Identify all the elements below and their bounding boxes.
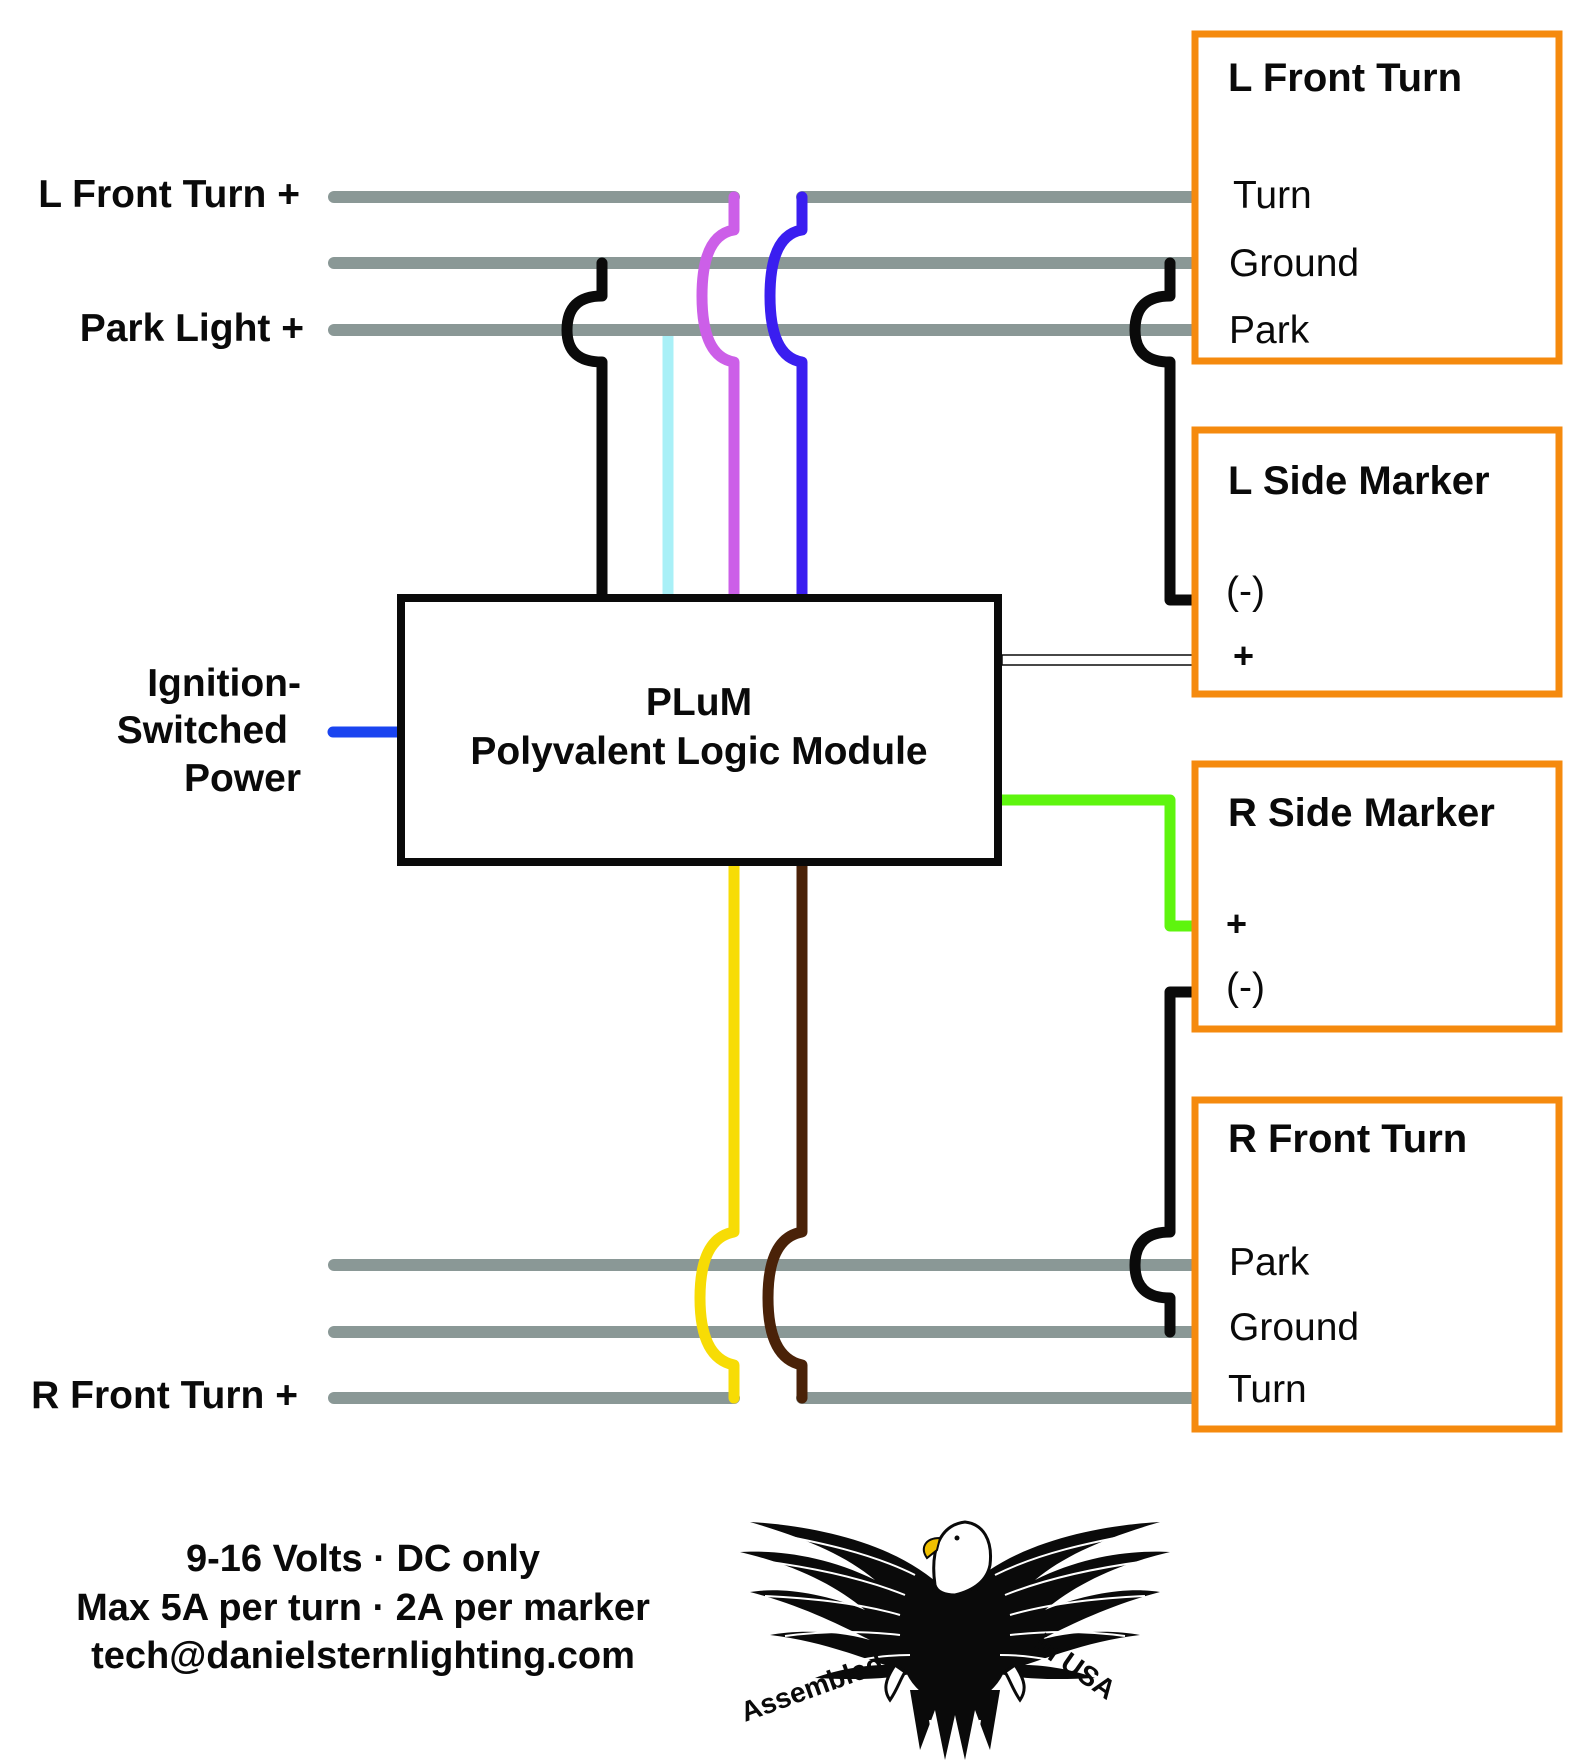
module-box — [397, 594, 1002, 866]
wire-violet — [696, 191, 740, 600]
label-ignition-line3: Power — [184, 757, 301, 800]
box-l-front-turn: L Front Turn Turn Ground Park — [1191, 30, 1563, 365]
module-description: Polyvalent Logic Module — [470, 730, 927, 773]
pin-turn: Turn — [1228, 1368, 1307, 1411]
pin-negative: (-) — [1226, 570, 1265, 613]
wire-black-r-side-marker-ground — [1129, 986, 1205, 1338]
pin-park: Park — [1229, 309, 1310, 352]
box-l-side-marker: L Side Marker (-) + — [1191, 426, 1563, 698]
wire-white-l-side-marker — [1001, 654, 1200, 666]
spec-voltage: 9-16 Volts · DC only — [186, 1538, 540, 1580]
top-harness — [328, 191, 1205, 336]
label-ignition-line1: Ignition- — [147, 662, 301, 705]
plum-module: PLuM Polyvalent Logic Module — [397, 594, 1002, 866]
eagle-icon — [740, 1520, 1170, 1760]
pin-positive: + — [1233, 635, 1254, 676]
pin-turn: Turn — [1233, 174, 1312, 217]
wire-black-l-side-marker-ground — [1129, 257, 1205, 606]
wire-black-ground-left — [561, 257, 608, 600]
module-name: PLuM — [646, 681, 752, 724]
box-r-side-marker: R Side Marker + (-) — [1191, 760, 1563, 1033]
label-park-light-plus: Park Light + — [80, 307, 304, 350]
wire-blue — [764, 191, 808, 600]
pin-negative: (-) — [1226, 966, 1265, 1009]
pin-park: Park — [1229, 1241, 1310, 1284]
box-title: R Front Turn — [1228, 1117, 1467, 1161]
box-title: L Side Marker — [1228, 459, 1490, 503]
box-r-front-turn: R Front Turn Park Ground Turn — [1191, 1096, 1563, 1433]
spec-current: Max 5A per turn · 2A per marker — [76, 1587, 650, 1629]
label-r-front-turn-plus: R Front Turn + — [31, 1374, 298, 1417]
pin-ground: Ground — [1229, 1306, 1359, 1349]
pin-positive: + — [1226, 903, 1247, 944]
spec-email: tech@danielsternlighting.com — [91, 1635, 635, 1677]
label-l-front-turn-plus: L Front Turn + — [38, 173, 300, 216]
logo-text-assembled: Assembled — [736, 1647, 887, 1727]
label-ignition-line2: Switched — [117, 709, 288, 752]
wire-yellow — [694, 860, 740, 1404]
pin-ground: Ground — [1229, 242, 1359, 285]
wire-brown — [762, 860, 808, 1404]
box-title: R Side Marker — [1228, 791, 1495, 835]
box-title: L Front Turn — [1228, 56, 1462, 100]
wire-green-r-side-marker — [996, 794, 1205, 932]
